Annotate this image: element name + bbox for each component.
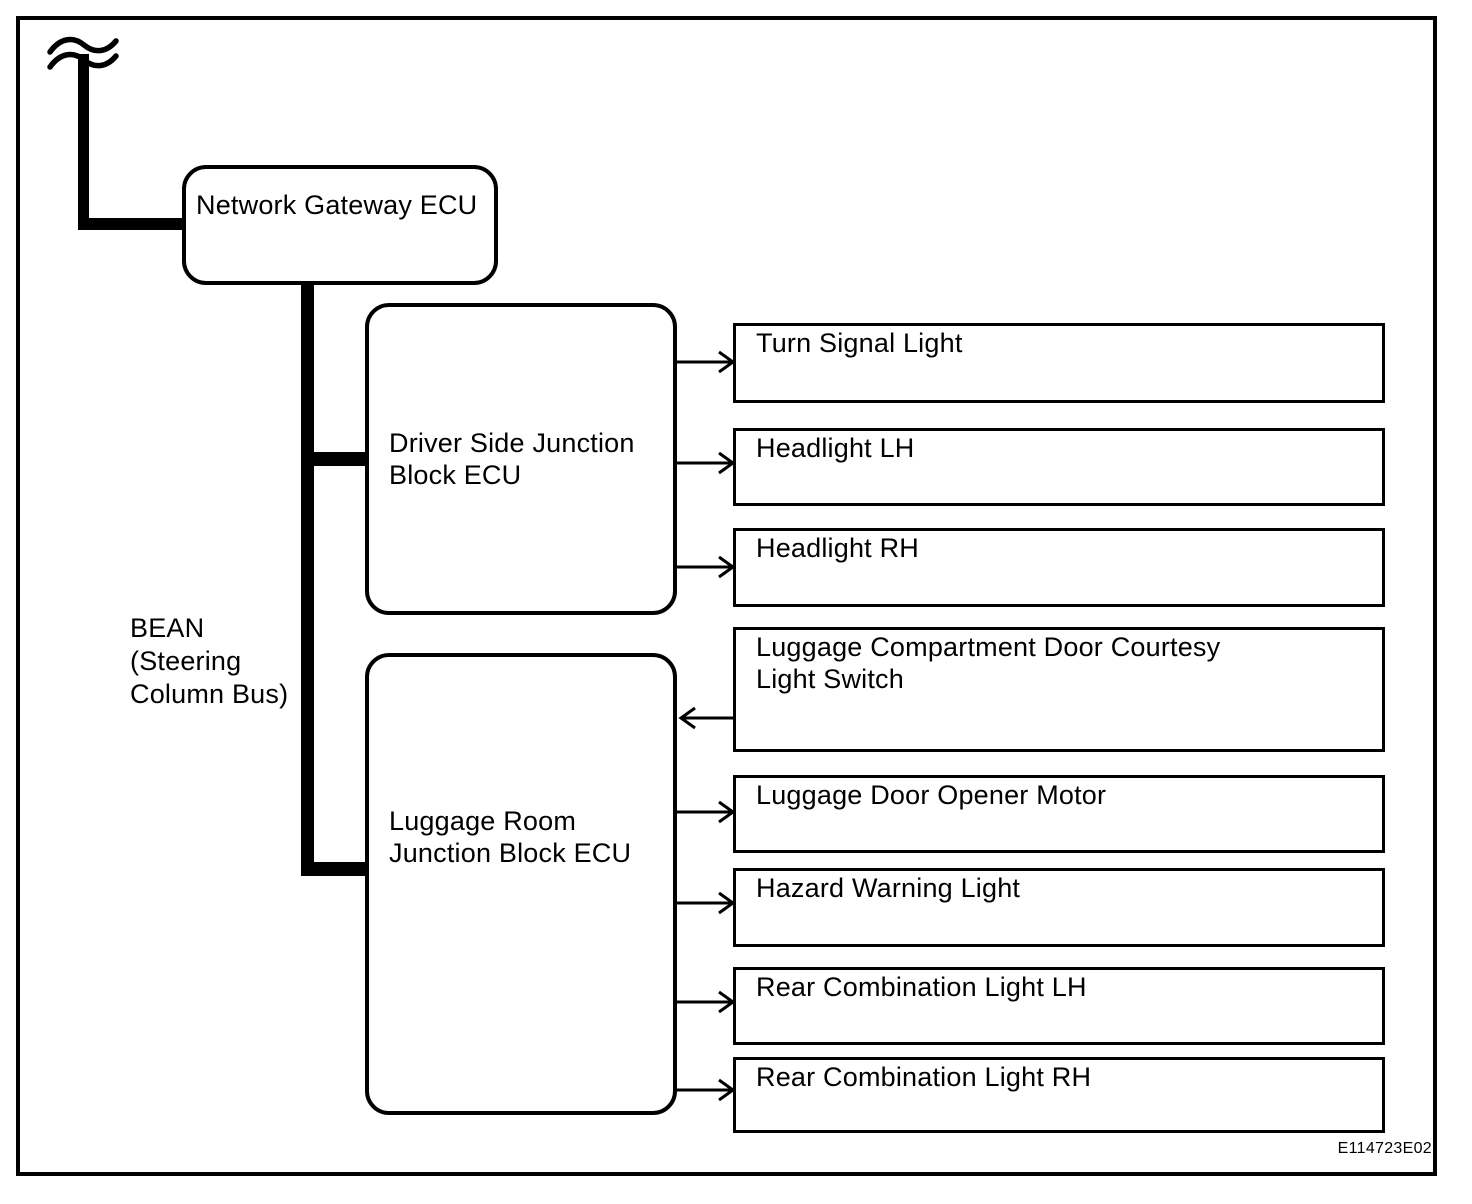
connector-arrow-luggage-door-opener-motor	[677, 800, 736, 824]
connector-arrow-turn-signal-light	[677, 350, 736, 374]
luggage-room-junction-block-ecu-node	[365, 653, 677, 1115]
connector-arrow-luggage-courtesy-light-switch	[678, 706, 737, 730]
ecu-label-line: Driver Side Junction	[389, 428, 635, 458]
bean-bus-gateway-connector	[78, 218, 186, 230]
device-label: Hazard Warning Light	[756, 873, 1021, 903]
device-box-headlight-rh: Headlight RH	[733, 528, 1385, 607]
device-label: Light Switch	[756, 664, 904, 694]
device-label: Headlight RH	[756, 533, 919, 563]
device-label: Turn Signal Light	[756, 328, 963, 358]
device-label: Rear Combination Light RH	[756, 1062, 1092, 1092]
bean-bus-upper-segment	[78, 54, 89, 230]
network-gateway-ecu-label: Network Gateway ECU	[196, 190, 478, 220]
connector-arrow-hazard-warning-light	[677, 891, 736, 915]
ecu-label-line: Junction Block ECU	[389, 838, 632, 868]
bus-name-line: (Steering	[130, 646, 242, 676]
diagram-border	[16, 16, 1437, 1176]
bus-name-label: BEAN (Steering Column Bus)	[130, 612, 288, 711]
bus-name-line: BEAN	[130, 613, 205, 643]
driver-side-junction-block-ecu-node	[365, 303, 677, 615]
bean-bus-main-segment	[301, 283, 314, 876]
device-box-hazard-warning-light: Hazard Warning Light	[733, 868, 1385, 947]
ecu-label-line: Luggage Room	[389, 806, 577, 836]
device-label: Rear Combination Light LH	[756, 972, 1087, 1002]
connector-arrow-headlight-rh	[677, 555, 736, 579]
bean-bus-luggage-branch	[301, 862, 368, 876]
connector-arrow-rear-combination-light-rh	[677, 1078, 736, 1102]
driver-side-junction-block-ecu-label: Driver Side Junction Block ECU	[389, 427, 635, 491]
device-box-rear-combination-light-rh: Rear Combination Light RH	[733, 1057, 1385, 1133]
device-box-luggage-courtesy-light-switch: Luggage Compartment Door Courtesy Light …	[733, 627, 1385, 752]
connector-arrow-rear-combination-light-lh	[677, 990, 736, 1014]
device-box-turn-signal-light: Turn Signal Light	[733, 323, 1385, 403]
bean-bus-driver-branch	[312, 452, 368, 466]
connector-arrow-headlight-lh	[677, 451, 736, 475]
device-box-rear-combination-light-lh: Rear Combination Light LH	[733, 967, 1385, 1045]
device-label: Headlight LH	[756, 433, 915, 463]
figure-code-label: E114723E02	[1337, 1140, 1432, 1157]
device-box-headlight-lh: Headlight LH	[733, 428, 1385, 506]
device-label: Luggage Compartment Door Courtesy	[756, 632, 1221, 662]
bus-name-line: Column Bus)	[130, 679, 289, 709]
ecu-label-line: Block ECU	[389, 460, 522, 490]
device-box-luggage-door-opener-motor: Luggage Door Opener Motor	[733, 775, 1385, 853]
device-label: Luggage Door Opener Motor	[756, 780, 1107, 810]
luggage-room-junction-block-ecu-label: Luggage Room Junction Block ECU	[389, 805, 631, 869]
network-gateway-ecu-node	[182, 165, 498, 285]
